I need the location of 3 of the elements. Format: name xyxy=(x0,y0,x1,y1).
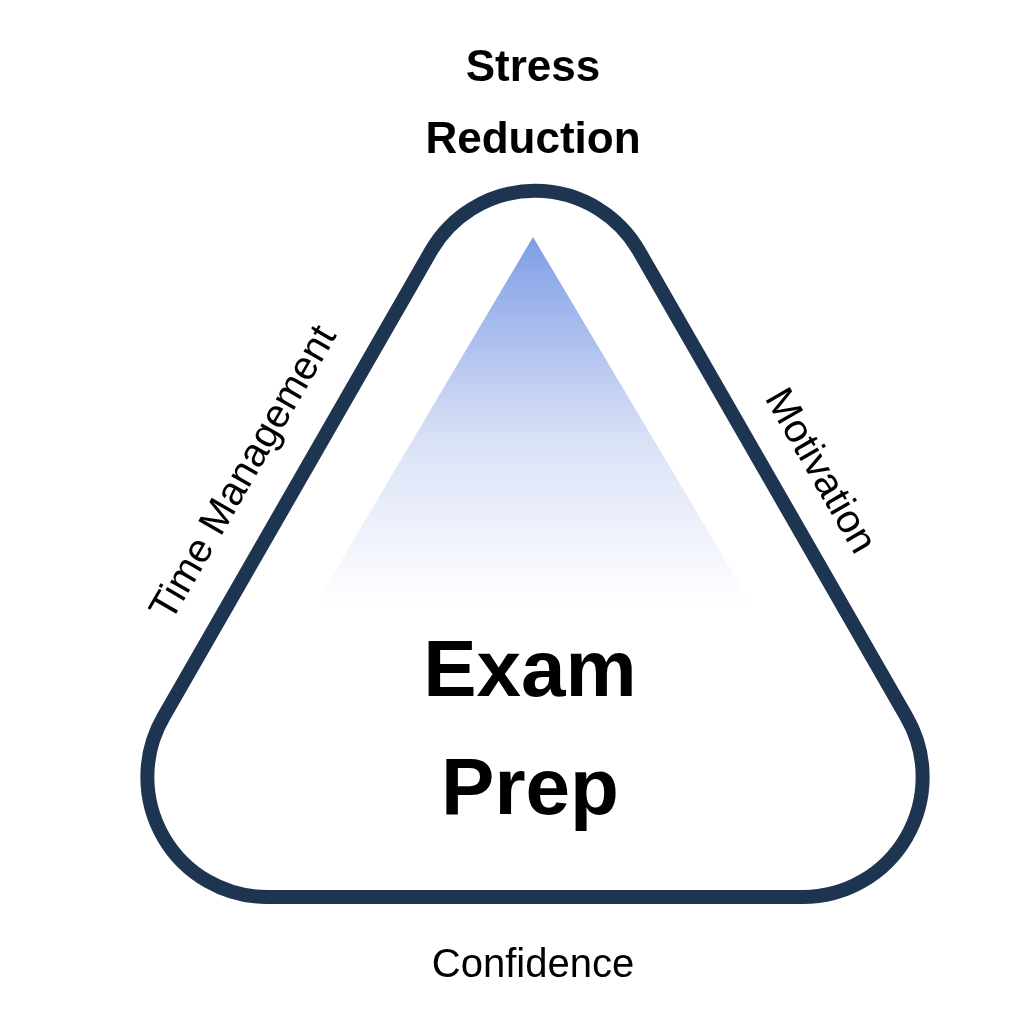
center-title: Exam Prep xyxy=(422,623,638,833)
side-label: Confidence xyxy=(430,940,636,987)
top-label: Stress Reduction xyxy=(424,40,642,164)
